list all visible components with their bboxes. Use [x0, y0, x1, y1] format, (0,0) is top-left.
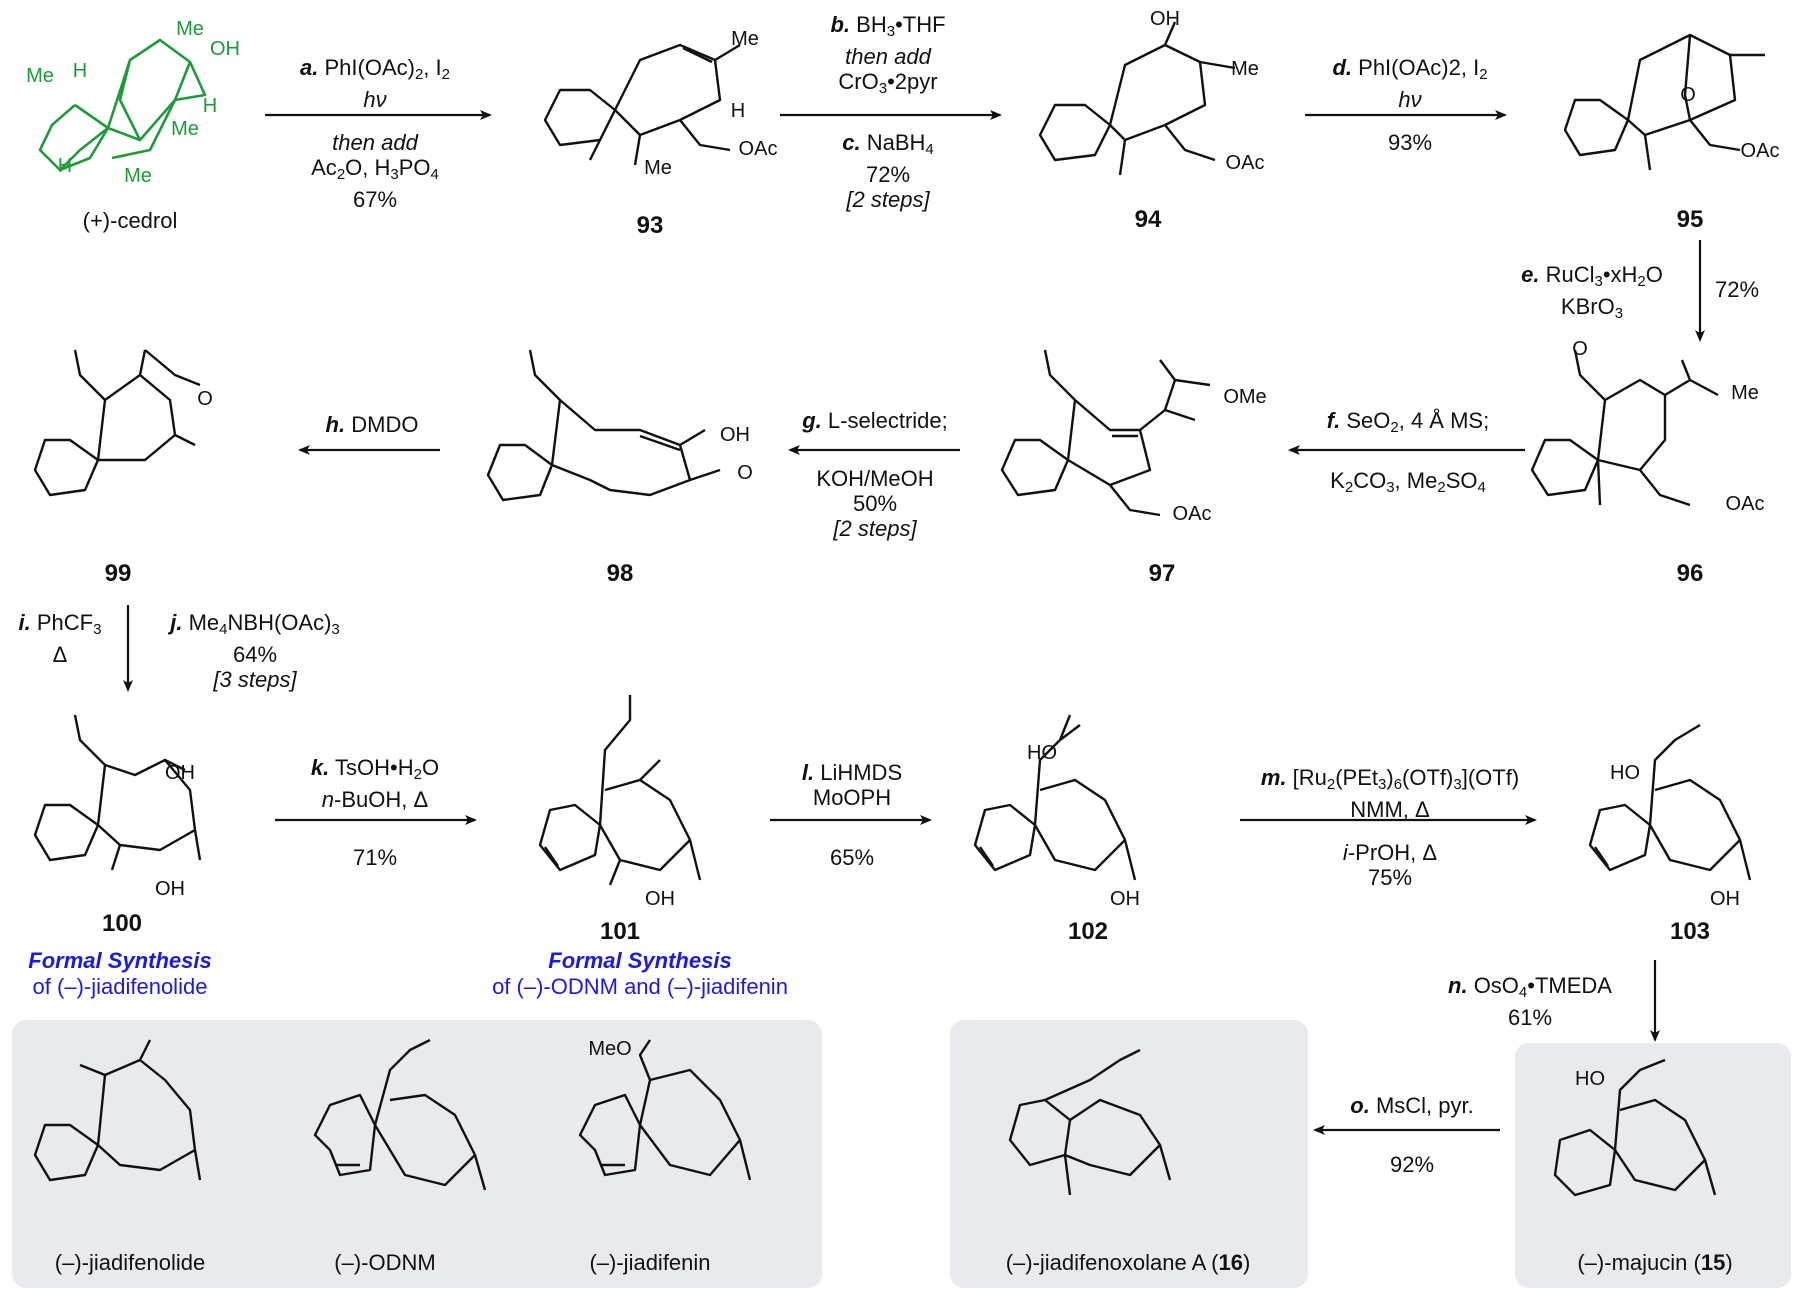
atom-97-ome: OMe	[1223, 386, 1267, 408]
label-95: 95	[1676, 206, 1704, 233]
conditions-a-below: then add Ac2O, H3PO4 67%	[311, 130, 439, 212]
atom-cedrol-h2: H	[202, 95, 218, 117]
structure-93	[543, 43, 741, 166]
atom-97-oac: OAc	[1172, 503, 1212, 525]
atom-98-oh: OH	[720, 424, 750, 446]
conditions-k: k. TsOH•H2O n-BuOH, Δ	[310, 755, 440, 812]
structure-101	[538, 695, 702, 886]
conditions-a: a. PhI(OAc)2, I2 hν	[300, 55, 450, 112]
structure-95	[1563, 33, 1765, 171]
majucin-box	[1515, 1043, 1791, 1288]
atom-103-ho: HO	[1610, 762, 1640, 784]
structure-96	[1530, 349, 1719, 507]
label-jiadifenolide: (–)-jiadifenolide	[54, 1250, 206, 1275]
atom-95-oac: OAc	[1740, 140, 1780, 162]
label-99: 99	[104, 560, 132, 587]
atom-96-o: O	[1572, 338, 1588, 360]
conditions-g: g. L-selectride;	[802, 408, 948, 433]
conditions-n: n. OsO4•TMEDA 61%	[1448, 973, 1612, 1030]
conditions-d-yield: 93%	[1387, 130, 1433, 155]
conditions-o-yield: 92%	[1389, 1152, 1435, 1177]
label-93: 93	[636, 212, 664, 239]
conditions-e: e. RuCl3•xH2O KBrO3	[1521, 262, 1663, 322]
conditions-h: h. DMDO	[325, 412, 419, 437]
label-100: 100	[101, 910, 143, 937]
atom-102-oh: OH	[1110, 888, 1140, 910]
label-96: 96	[1676, 560, 1704, 587]
conditions-b: b. BH3•THF then add CrO3•2pyr	[830, 12, 946, 97]
conditions-f-below: K2CO3, Me2SO4	[1330, 468, 1486, 496]
label-97: 97	[1148, 560, 1176, 587]
structure-cedrol	[38, 38, 207, 172]
label-odnm: (–)-ODNM	[334, 1250, 436, 1275]
structure-jiadifenoxolane	[1008, 1048, 1172, 1196]
conditions-c: c. NaBH4 72% [2 steps]	[842, 130, 934, 212]
formal-synthesis-100: Formal Synthesis of (–)-jiadifenolide	[28, 948, 212, 999]
atom-94-me: Me	[1231, 58, 1259, 80]
conditions-e-yield: 72%	[1715, 277, 1760, 302]
conditions-i: i. PhCF3 Δ	[18, 610, 102, 667]
conditions-g-below: KOH/MeOH 50% [2 steps]	[816, 466, 934, 541]
atom-93-me2: Me	[644, 157, 672, 179]
structure-odnm	[313, 1038, 487, 1191]
atom-96-me: Me	[1731, 382, 1759, 404]
atom-94-oac: OAc	[1225, 152, 1265, 174]
structure-jiadifenin	[578, 1039, 752, 1181]
atom-cedrol-oh: OH	[210, 38, 240, 60]
label-majucin: (–)-majucin (15)	[1577, 1250, 1733, 1275]
conditions-f: f. SeO2, 4 Å MS;	[1326, 408, 1490, 436]
structure-majucin	[1553, 1058, 1717, 1197]
atom-93-me: Me	[731, 28, 759, 50]
atom-102-ho: HO	[1027, 742, 1057, 764]
atom-98-o: O	[737, 462, 753, 484]
conditions-l: l. LiHMDS MoOPH	[801, 760, 903, 810]
atom-94-oh: OH	[1150, 8, 1180, 30]
structure-94	[1038, 21, 1236, 176]
atom-93-h: H	[730, 100, 746, 122]
atom-jiadifenin-meo: MeO	[588, 1038, 632, 1060]
conditions-d: d. PhI(OAc)2, I2 hν	[1332, 55, 1488, 112]
atom-99-o: O	[197, 388, 213, 410]
conditions-l-yield: 65%	[829, 845, 875, 870]
structure-97	[1000, 349, 1211, 517]
label-102: 102	[1067, 918, 1109, 945]
atom-95-o: O	[1680, 84, 1696, 106]
jiadifenoxolane-box	[950, 1020, 1308, 1288]
atom-cedrol-me4: Me	[124, 165, 152, 187]
conditions-m: m. [Ru2(PEt3)6(OTf)3](OTf) NMM, Δ	[1260, 765, 1520, 822]
label-103: 103	[1669, 918, 1711, 945]
label-jiadifenoxolane: (–)-jiadifenoxolane A (16)	[1005, 1250, 1251, 1275]
atom-100-oh: OH	[165, 762, 195, 784]
atom-96-oac: OAc	[1725, 493, 1765, 515]
label-jiadifenin: (–)-jiadifenin	[589, 1250, 711, 1275]
atom-cedrol-h: H	[72, 60, 88, 82]
atom-cedrol-me3: Me	[171, 118, 199, 140]
conditions-j: j. Me4NBH(OAc)3 64% [3 steps]	[170, 610, 340, 692]
formal-synthesis-101: Formal Synthesis of (–)-ODNM and (–)-jia…	[492, 948, 788, 999]
atom-103-oh: OH	[1710, 888, 1740, 910]
structure-100	[33, 714, 202, 871]
atom-cedrol-me2: Me	[26, 65, 54, 87]
conditions-o: o. MsCl, pyr.	[1350, 1093, 1474, 1118]
structure-98	[486, 349, 721, 502]
atom-majucin-ho: HO	[1575, 1068, 1605, 1090]
atom-101-oh: OH	[645, 888, 675, 910]
label-cedrol: (+)-cedrol	[82, 208, 178, 233]
structure-jiadifenolide	[33, 1039, 202, 1182]
atom-93-oac: OAc	[738, 138, 778, 160]
atom-cedrol-me: Me	[176, 18, 204, 40]
label-98: 98	[606, 560, 634, 587]
conditions-k-yield: 71%	[352, 845, 398, 870]
atom-cedrol-h3: H	[57, 155, 73, 177]
label-94: 94	[1134, 206, 1162, 233]
label-101: 101	[599, 918, 641, 945]
structure-99	[33, 349, 201, 497]
atom-100-oh2: OH	[155, 878, 185, 900]
conditions-m-below: i-PrOH, Δ 75%	[1342, 840, 1438, 890]
structure-103	[1588, 723, 1752, 881]
structure-102	[973, 714, 1137, 881]
